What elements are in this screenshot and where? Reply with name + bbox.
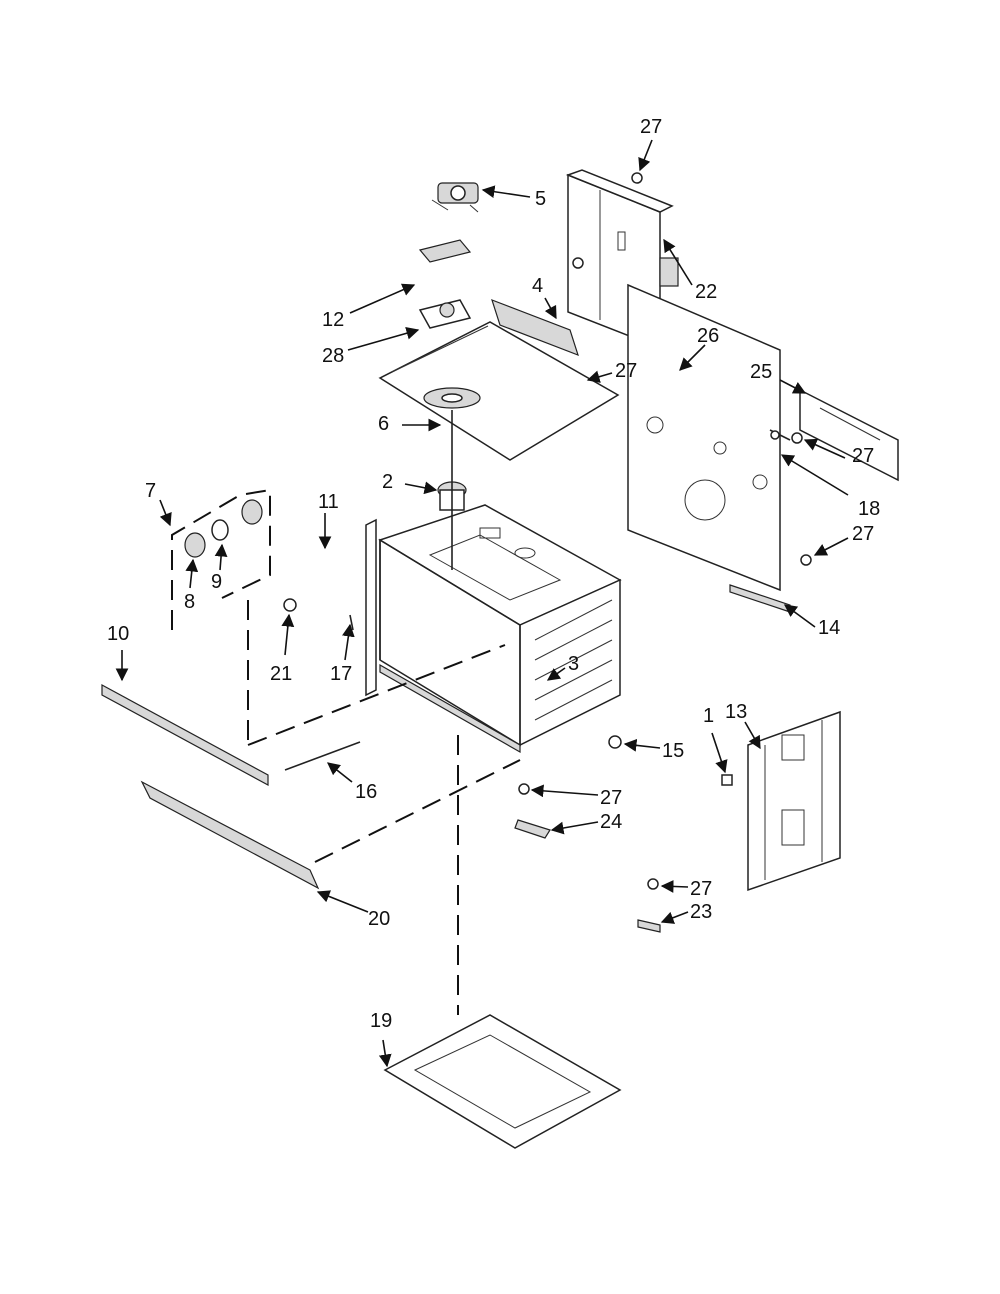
part-4-cover [491,298,579,357]
callout-9: 9 [211,571,222,593]
part-2-fan-motor [437,410,467,570]
callout-28: 28 [322,345,344,367]
callout-20: 20 [368,908,390,930]
callout-15: 15 [662,740,684,762]
part-23-clip [637,919,661,933]
part-21-plug [283,598,297,612]
callout-11: 11 [318,491,339,513]
callout-27: 27 [852,523,874,545]
part-3-oven-cavity [378,504,622,754]
part-side-panel [627,283,781,592]
part-27-screws [518,172,812,890]
callout-27: 27 [852,445,874,467]
callout-25: 25 [750,361,772,383]
callout-21: 21 [270,663,292,685]
part-11-side-trim [365,518,377,697]
callout-23: 23 [690,901,712,923]
callout-14: 14 [818,617,840,639]
callout-22: 22 [695,281,717,303]
callout-13: 13 [725,701,747,723]
callout-12: 12 [322,309,344,331]
callout-27: 27 [600,787,622,809]
part-14-bracket [729,584,791,613]
part-1-clip [721,774,733,786]
callout-17: 17 [330,663,352,685]
part-19-bottom-panel [383,1014,622,1149]
part-28-fan-bracket [418,299,472,329]
part-24-clip [514,819,551,839]
callout-27: 27 [690,878,712,900]
callout-19: 19 [370,1010,392,1032]
callout-5: 5 [535,188,546,210]
part-5-thermostat [431,182,479,213]
part-7-knob-kit [171,488,271,630]
part-26-clip [659,257,679,287]
callout-24: 24 [600,811,622,833]
callout-27: 27 [615,360,637,382]
callout-1: 1 [703,705,714,727]
callout-3: 3 [568,653,579,675]
callout-6: 6 [378,413,389,435]
callout-4: 4 [532,275,543,297]
part-20-front-trim [140,780,320,890]
callout-2: 2 [382,471,393,493]
part-18-terminal [769,429,791,441]
part-16-strip [284,741,361,771]
part-6-top-plate [378,321,620,461]
part-25-bracket [799,388,899,482]
leader-arrows [115,139,849,1068]
callout-7: 7 [145,480,156,502]
part-10-vent-trim [101,683,269,787]
part-17-screw [349,614,354,631]
callout-27: 27 [640,116,662,138]
callout-18: 18 [858,498,880,520]
callout-8: 8 [184,591,195,613]
callout-10: 10 [107,623,129,645]
part-15-screw [608,735,622,749]
callout-26: 26 [697,325,719,347]
part-13-side-panel [747,710,841,892]
assembly-dashed-lines [247,600,521,1015]
part-12-bracket [418,239,472,263]
callout-labels: 27 5 22 4 12 28 26 27 25 6 27 2 7 18 11 … [107,116,880,1032]
callout-16: 16 [355,781,377,803]
